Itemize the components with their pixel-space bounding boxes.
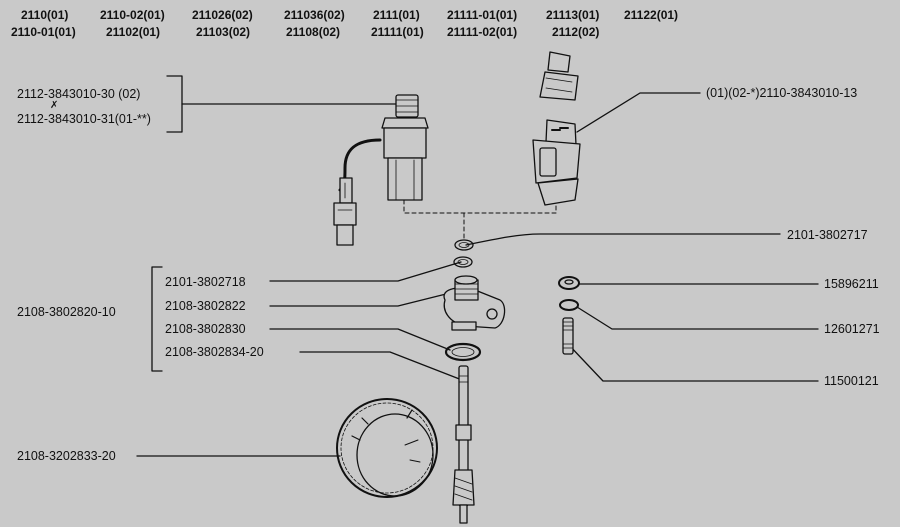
alternative-mark-icon: ✗ [50, 100, 59, 111]
part-label-washer: 12601271 [824, 322, 880, 336]
model-code: 21122(01) [624, 8, 679, 22]
nut [558, 276, 580, 290]
part-label-assembly: 2108-3802820-10 [17, 305, 116, 319]
alignment-lines [403, 199, 557, 239]
model-code: 21102(01) [106, 25, 161, 39]
model-code: 2111(01) [373, 8, 420, 22]
model-code: 21103(02) [196, 25, 251, 39]
model-code: 21113(01) [546, 8, 600, 22]
ring-2 [444, 342, 482, 362]
part-label-sensor-b: (01)(02-*)2110-3843010-13 [706, 86, 858, 100]
spring-washer [559, 299, 579, 311]
part-label-sensor-a-alt: 2112-3843010-31(01-**) [17, 112, 151, 126]
part-label-sensor-a: 2112-3843010-30 (02) [17, 87, 141, 101]
speed-sensor-right [532, 51, 581, 206]
ring-1 [453, 256, 473, 268]
model-code: 21111-01(01) [447, 8, 518, 22]
model-code: 21111(01) [371, 25, 424, 39]
driven-gear-shaft [452, 365, 475, 524]
model-code: 2112(02) [552, 25, 600, 39]
model-code: 2110-01(01) [11, 25, 76, 39]
part-label-nut: 15896211 [824, 277, 879, 291]
part-label-stud: 11500121 [824, 374, 879, 388]
part-label-ring-1: 2101-3802718 [165, 275, 246, 289]
speed-sensor-left [333, 94, 429, 246]
model-code: 2110(01) [21, 8, 69, 22]
model-code: 211026(02) [192, 8, 253, 22]
flange-bushing [443, 275, 506, 331]
leader-lines [136, 75, 819, 457]
part-label-gear: 2108-3202833-20 [17, 449, 116, 463]
drive-gear [336, 398, 438, 498]
part-label-flange: 2108-3802822 [165, 299, 246, 313]
part-label-ring-top: 2101-3802717 [787, 228, 868, 242]
ring-top [454, 239, 474, 251]
model-code: 21108(02) [286, 25, 341, 39]
model-code: 2110-02(01) [100, 8, 165, 22]
model-code: 21111-02(01) [447, 25, 518, 39]
model-code: 211036(02) [284, 8, 345, 22]
stud [562, 317, 574, 355]
part-label-shaft: 2108-3802834-20 [165, 345, 264, 359]
part-label-ring-2: 2108-3802830 [165, 322, 246, 336]
